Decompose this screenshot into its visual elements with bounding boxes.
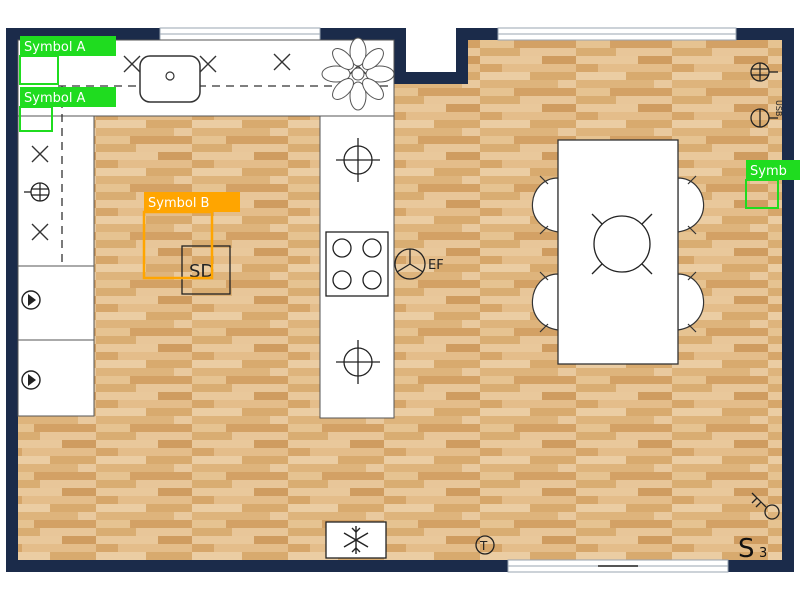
window-bottom <box>507 559 729 573</box>
extractor-fan-icon <box>394 248 426 280</box>
annotation-label: Symbol A <box>24 40 86 55</box>
sink <box>139 55 201 103</box>
plant-icon <box>321 37 395 111</box>
window-top-right <box>497 27 737 41</box>
cabinet-markers <box>31 53 367 241</box>
switch-label: S <box>738 534 755 564</box>
ceiling-light-icon <box>336 138 380 182</box>
annotation-label: Symbol A <box>24 91 86 106</box>
pendant-light-icon <box>591 213 653 275</box>
thermostat-icon <box>475 535 495 555</box>
speaker-icon <box>21 370 41 390</box>
annotation-label: Symbol B <box>148 196 209 211</box>
annotation-label: Symb <box>750 164 787 179</box>
annotation-symbol-a-2: Symbol A <box>19 87 116 132</box>
usb-label: USB <box>774 100 783 116</box>
annotation-symbol-b: Symbol B <box>142 192 240 280</box>
annotation-symbol-right: Symb <box>745 160 800 209</box>
usb-socket-icon <box>750 108 778 128</box>
switch-sub-label: 3 <box>759 546 767 561</box>
socket-icon <box>750 62 778 82</box>
ceiling-light-icon <box>336 340 380 384</box>
key-icon <box>751 492 780 520</box>
speaker-icon <box>21 290 41 310</box>
snowflake-icon <box>343 526 369 554</box>
extractor-fan-label: EF <box>428 258 444 273</box>
cooktop <box>325 231 389 297</box>
socket-icon <box>24 182 50 202</box>
thermostat-label: T <box>479 539 488 553</box>
dining-chairs <box>531 175 705 333</box>
dining-table <box>557 139 679 365</box>
annotation-symbol-a-1: Symbol A <box>19 36 116 85</box>
window-top-left <box>159 27 321 41</box>
smoke-detector-box <box>181 245 231 295</box>
left-cabinets <box>17 265 95 417</box>
